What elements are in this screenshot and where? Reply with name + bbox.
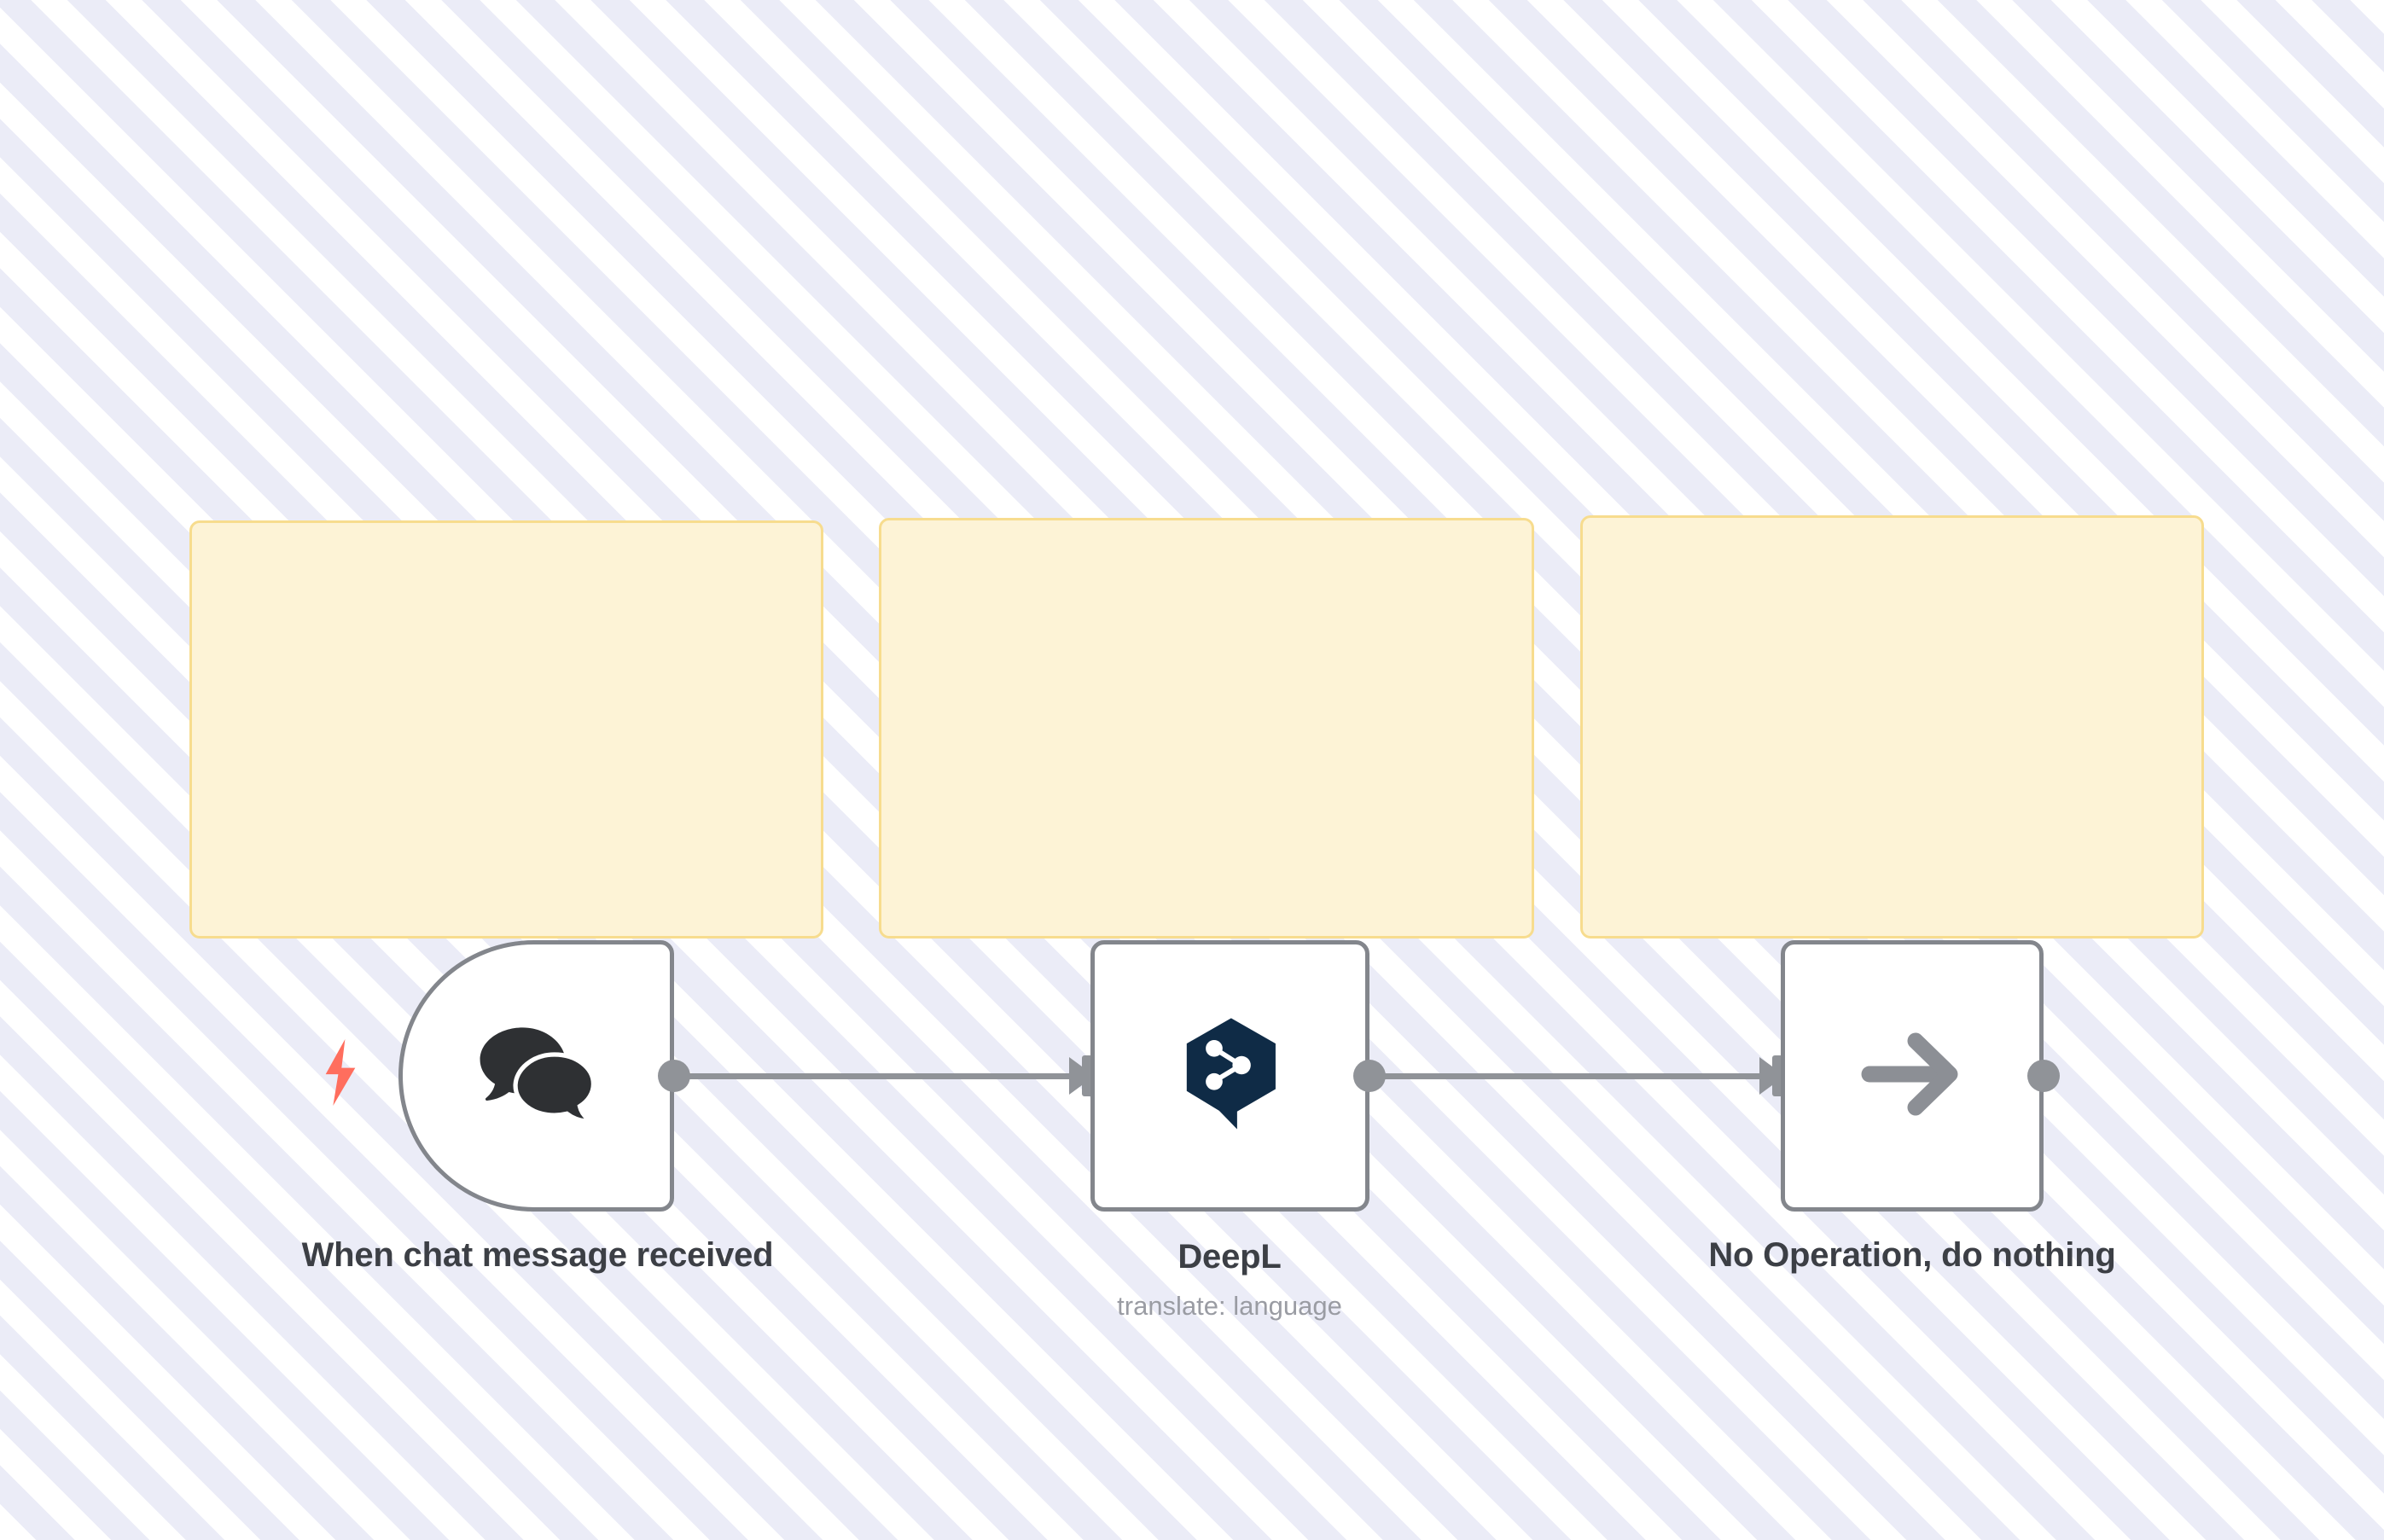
sticky-note[interactable] xyxy=(1580,515,2204,939)
sticky-note[interactable] xyxy=(879,518,1534,939)
deepl-logo-icon xyxy=(1174,1014,1287,1138)
connector-line[interactable] xyxy=(1369,1073,1792,1079)
connector-line[interactable] xyxy=(674,1073,1101,1079)
sticky-note[interactable] xyxy=(189,520,823,939)
node-label-no-operation-do-nothing: No Operation, do nothing xyxy=(1708,1236,2116,1274)
trigger-lightning-bolt-icon xyxy=(318,1039,363,1106)
node-when-chat-message-received[interactable] xyxy=(398,940,674,1212)
node-output-port[interactable] xyxy=(2027,1060,2060,1092)
node-output-port[interactable] xyxy=(658,1060,690,1092)
node-output-port[interactable] xyxy=(1353,1060,1386,1092)
arrow-right-icon xyxy=(1859,1024,1965,1129)
node-label-when-chat-message-received: When chat message received xyxy=(301,1236,774,1274)
node-no-operation-do-nothing[interactable] xyxy=(1781,940,2044,1212)
chat-bubbles-icon xyxy=(477,1024,596,1129)
node-sublabel-deepl: translate: language xyxy=(1117,1291,1342,1321)
node-label-deepl: DeepL xyxy=(1177,1238,1282,1276)
node-deepl[interactable] xyxy=(1090,940,1369,1212)
